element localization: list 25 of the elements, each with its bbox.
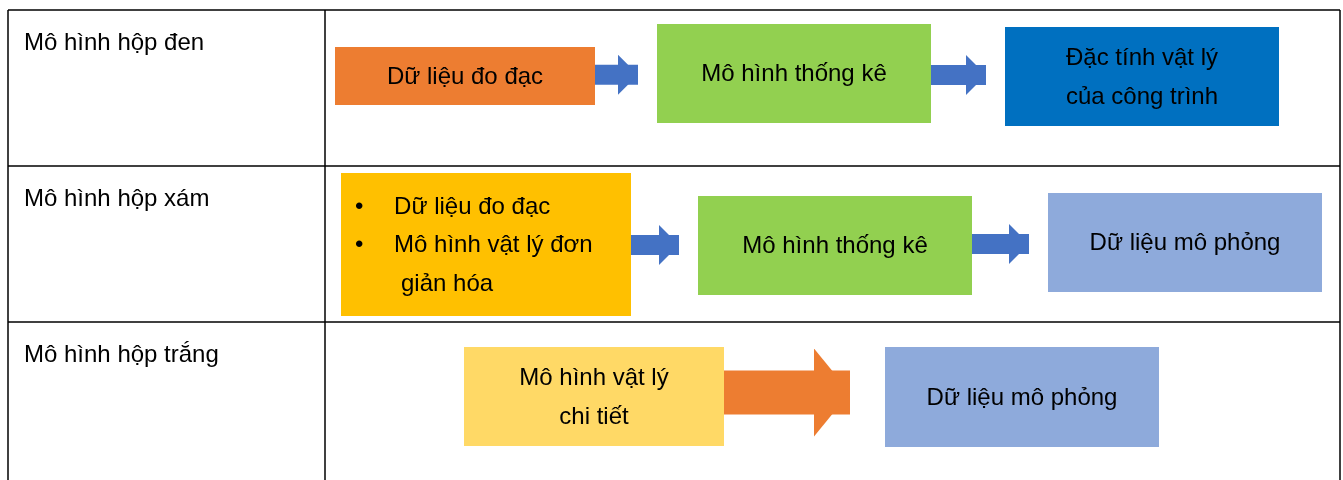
block-arrow [931,55,986,95]
box-text: Mô hình thống kê [742,230,928,261]
row-header: Mô hình hộp xám [24,184,210,212]
box-text: Dữ liệu mô phỏng [1089,227,1281,258]
process-box [1048,193,1322,292]
process-box [335,47,595,105]
bullet-list-box [341,173,631,316]
box-text: Đặc tính vật lý của công trình [1064,42,1220,111]
row-header: Mô hình hộp trắng [24,340,219,368]
box-text: Dữ liệu đo đạc [386,60,544,91]
block-arrow [724,348,850,437]
block-arrow [631,225,679,265]
process-box [885,347,1159,447]
block-arrow [595,54,638,95]
process-box [1005,27,1279,126]
process-box [464,347,724,446]
process-box [698,196,972,295]
box-text: Mô hình thống kê [701,58,887,89]
box-text: Mô hình vật lý chi tiết [518,362,670,431]
row-header: Mô hình hộp đen [24,28,205,56]
bullet-item: • Mô hình vật lý đơn giản hóa [355,229,594,298]
block-arrow [972,224,1029,264]
bullet-item: • Dữ liệu đo đạc [355,190,552,221]
box-text: Dữ liệu mô phỏng [926,381,1118,412]
process-box [657,24,931,123]
